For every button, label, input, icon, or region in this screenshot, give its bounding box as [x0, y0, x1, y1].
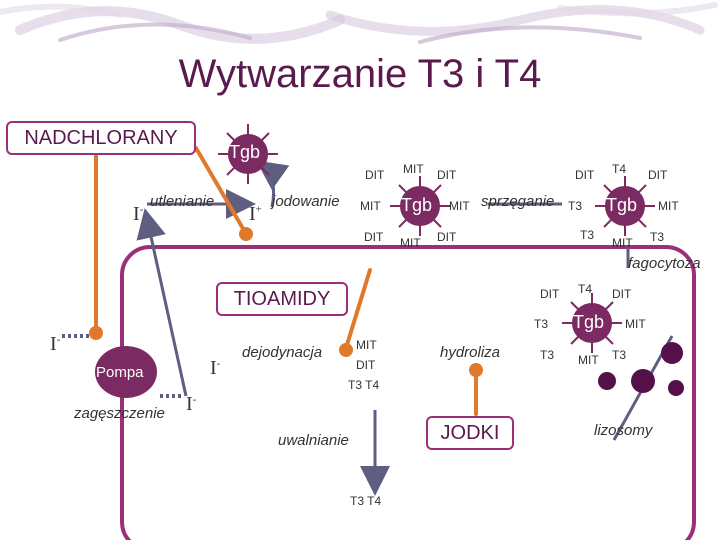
tgb-molecules — [218, 124, 655, 353]
tgb-label: Tgb — [401, 195, 433, 215]
dit-label: DIT — [540, 287, 560, 301]
hydroliza-label: hydroliza — [440, 344, 501, 361]
tgb-star-icon — [390, 176, 450, 236]
tgb-star-icon — [562, 293, 622, 353]
mit-label: MIT — [658, 199, 679, 213]
iodide-label: I- — [186, 393, 197, 415]
iodine-label: I+ — [249, 203, 262, 225]
t4-label: T4 — [578, 282, 593, 296]
t3-t4-label: T3 T4 — [348, 378, 380, 392]
t3-label: T3 — [534, 317, 549, 331]
pompa-shape — [95, 346, 157, 398]
lizosomy-label: lizosomy — [594, 422, 653, 439]
t3-label: T3 — [568, 199, 583, 213]
uwalnianie-label: uwalnianie — [278, 432, 349, 449]
t3-label: T3 — [612, 348, 627, 362]
pompa-label: Pompa — [96, 364, 144, 381]
mit-label: MIT — [403, 162, 424, 176]
mit-label: MIT — [356, 338, 377, 352]
mit-label: MIT — [360, 199, 381, 213]
mit-label: MIT — [625, 317, 646, 331]
t4-label: T4 — [612, 162, 627, 176]
fagocytoza-label: fagocytoza — [628, 255, 701, 272]
t3-t4-output-label: T3 T4 — [350, 494, 382, 508]
nadchlorany-box: NADCHLORANY — [6, 121, 196, 155]
dejodynacja-label: dejodynacja — [242, 344, 323, 361]
iodide-label: I- — [210, 357, 221, 379]
tgb-star-icon — [595, 176, 655, 236]
dit-label: DIT — [612, 287, 632, 301]
mit-label: MIT — [578, 353, 599, 367]
jodowanie-label: jodowanie — [272, 193, 340, 210]
utlenianie-label: utlenianie — [150, 193, 215, 210]
dit-label: DIT — [364, 230, 384, 244]
dit-label: DIT — [356, 358, 376, 372]
header-decoration — [0, 2, 718, 44]
tgb-label: Tgb — [573, 312, 605, 332]
dit-label: DIT — [437, 168, 457, 182]
mit-label: MIT — [400, 236, 421, 250]
mit-label: MIT — [449, 199, 470, 213]
lysosomes — [598, 342, 684, 396]
t3-label: T3 — [650, 230, 665, 244]
page-title: Wytwarzanie T3 i T4 — [178, 52, 542, 96]
tgb-star-icon — [218, 124, 278, 184]
zageszczenie-label: zagęszczenie — [74, 405, 165, 422]
transport-lines — [62, 334, 184, 398]
iodide-label: I- — [50, 333, 61, 355]
t3-label: T3 — [580, 228, 595, 242]
sprzeganie-label: sprzęganie — [481, 193, 555, 210]
cell-membrane — [120, 245, 696, 540]
iodide-label: I- — [133, 203, 144, 225]
inhibitor-lines — [94, 146, 478, 416]
dit-label: DIT — [648, 168, 668, 182]
tgb-label: Tgb — [229, 142, 261, 162]
dit-label: DIT — [575, 168, 595, 182]
dit-label: DIT — [437, 230, 457, 244]
dit-label: DIT — [365, 168, 385, 182]
jodki-box: JODKI — [426, 416, 514, 450]
t3-label: T3 — [540, 348, 555, 362]
tgb-label: Tgb — [606, 195, 638, 215]
tioamidy-box: TIOAMIDY — [216, 282, 348, 316]
inhibitor-dots — [89, 227, 483, 377]
mit-label: MIT — [612, 236, 633, 250]
